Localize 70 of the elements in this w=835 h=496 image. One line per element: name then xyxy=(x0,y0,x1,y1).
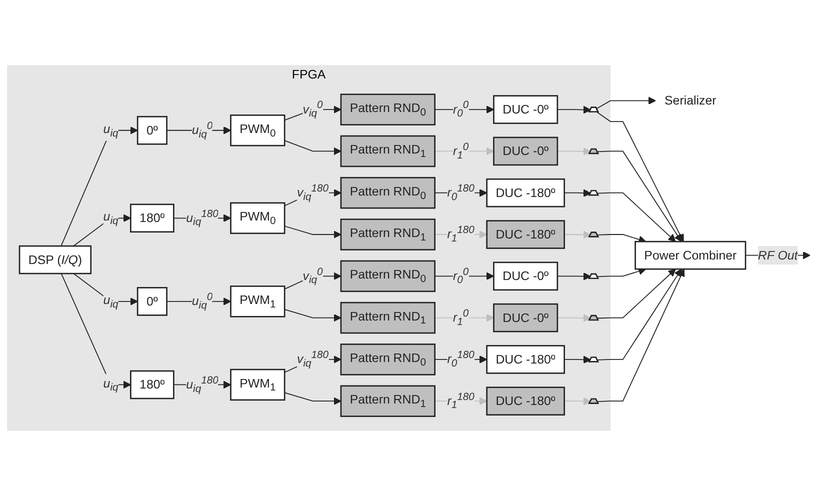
node-box: Pattern RND$_{1}$ xyxy=(340,302,436,334)
arrow xyxy=(564,189,592,197)
arrow xyxy=(73,273,138,306)
node-trapezoid xyxy=(588,273,600,280)
arrow xyxy=(166,298,232,306)
arrow xyxy=(60,126,138,246)
arrow xyxy=(564,356,592,364)
edge-label: RF Out xyxy=(758,248,798,262)
node-box: PWM$_{0}$ xyxy=(230,114,286,146)
arrow xyxy=(596,150,682,242)
node-box: PWM$_{1}$ xyxy=(230,368,286,401)
node-box: PWM$_{1}$ xyxy=(230,286,286,318)
node-box: Power Combiner xyxy=(634,240,746,270)
arrow xyxy=(556,106,592,114)
node-box: DUC -180º xyxy=(486,178,565,208)
node-trapezoid xyxy=(588,356,600,362)
node-box: PWM$_{0}$ xyxy=(230,202,286,234)
node-box: Pattern RND$_{0}$ xyxy=(340,344,436,376)
arrow xyxy=(596,268,682,360)
arrow xyxy=(434,314,494,322)
arrow xyxy=(284,309,342,322)
node-box: 180º xyxy=(130,370,174,400)
arrow xyxy=(556,272,592,280)
node-trapezoid xyxy=(588,398,600,404)
edge-label: u$_{iq}$ xyxy=(103,209,118,227)
arrow xyxy=(564,397,592,406)
node-box: Pattern RND$_{0}$ xyxy=(340,176,436,209)
arrow xyxy=(596,268,676,319)
edge-label: u$_{iq}$ xyxy=(103,121,118,139)
node-box: DUC -0º xyxy=(493,136,558,166)
arrow xyxy=(596,112,684,242)
node-trapezoid xyxy=(588,148,600,154)
arrow xyxy=(556,148,592,156)
node-box: DUC -0º xyxy=(493,303,558,332)
arrow xyxy=(556,314,592,322)
node-trapezoid xyxy=(588,106,600,112)
node-box: 0º xyxy=(136,116,168,145)
node-box: Pattern RND$_{1}$ xyxy=(340,385,436,417)
arrow xyxy=(284,140,342,156)
arrow xyxy=(284,106,342,121)
arrow xyxy=(166,126,232,134)
edge-label: u$_{iq}$ xyxy=(103,292,118,310)
node-box: Pattern RND$_{0}$ xyxy=(340,94,436,126)
arrow xyxy=(284,392,342,405)
arrow xyxy=(60,273,132,389)
arrow xyxy=(284,272,342,290)
node-box: Pattern RND$_{1}$ xyxy=(340,218,436,250)
arrow xyxy=(596,96,656,110)
arrow xyxy=(73,214,132,246)
node-box: DUC -0º xyxy=(493,95,558,124)
node-box: DUC -180º xyxy=(486,345,565,374)
arrow xyxy=(284,226,342,238)
node-box: DUC -180º xyxy=(486,386,565,416)
node-box: DUC -180º xyxy=(486,220,565,249)
arrow xyxy=(564,230,592,239)
edge-label: u$_{iq}$ xyxy=(103,376,118,394)
arrow xyxy=(596,234,646,244)
node-trapezoid xyxy=(588,314,600,321)
node-box: Pattern RND$_{1}$ xyxy=(340,135,436,168)
node-box: DUC -0º xyxy=(493,262,558,291)
node-trapezoid xyxy=(588,190,600,196)
node-text: Serializer xyxy=(664,93,716,108)
arrow xyxy=(434,147,494,156)
node-box: Pattern RND$_{0}$ xyxy=(340,260,436,292)
node-box: 180º xyxy=(130,204,174,233)
node-box: 0º xyxy=(136,287,168,316)
node-trapezoid xyxy=(588,232,600,238)
node-box: DSP (I/Q) xyxy=(18,245,92,274)
arrow xyxy=(596,192,676,242)
arrow xyxy=(596,268,685,402)
